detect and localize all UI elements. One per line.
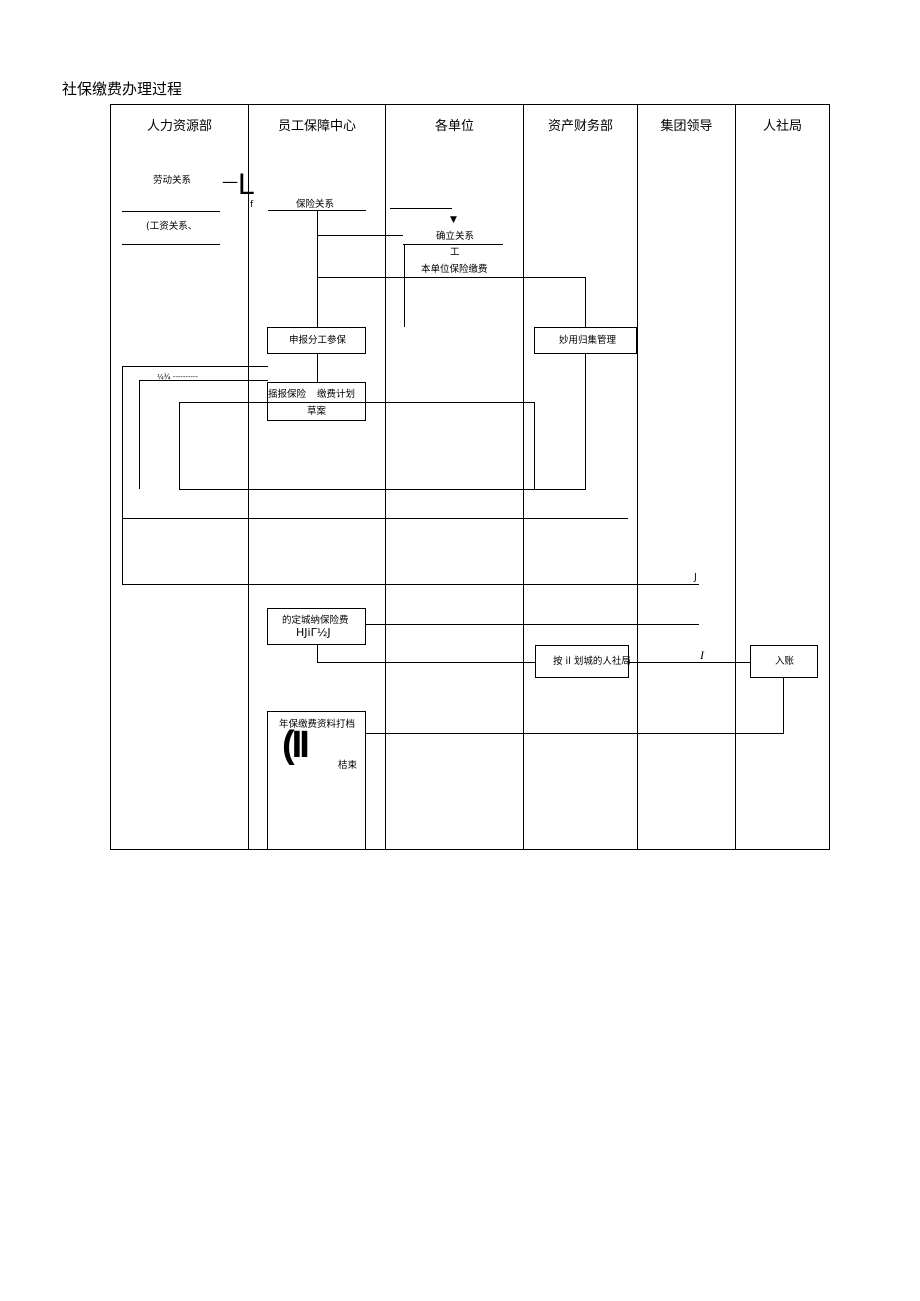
ratio-mark-label: ¼¾ ----------: [157, 373, 199, 381]
work-mark-label: 工: [450, 247, 460, 258]
by-zone-bureau-label: 按 il 划城的人社局: [553, 656, 631, 667]
declare-work-insure-label: 申报分工参保: [289, 335, 347, 346]
end-label: 桔束: [338, 760, 358, 771]
submit-plan-label-b: 缴费计划: [317, 389, 356, 400]
submit-plan-label-c: 草案: [307, 406, 327, 417]
lane-header-employee-center: 员工保障中心: [277, 119, 356, 134]
submit-plan-box: [267, 382, 366, 421]
pay-fee-label-b: HJiΓ½J: [296, 626, 331, 639]
annual-archive-label: 年保缴费资料打档: [279, 719, 356, 730]
connector-i-mark: I: [700, 648, 704, 662]
insurance-relation-label: 保险关系: [296, 199, 335, 210]
lane-header-units: 各单位: [434, 119, 474, 134]
page-title: 社保缴费办理过程: [62, 80, 183, 98]
connector-dash-mark: —: [222, 172, 238, 191]
arrow-down-icon: ▼: [450, 215, 457, 225]
connector-l-mark: L: [238, 168, 255, 201]
lane-header-social-bureau: 人社局: [762, 119, 802, 134]
fund-collect-manage-label: 妙用归集管理: [559, 335, 617, 346]
connector-f-mark: f: [250, 200, 254, 210]
by-zone-bureau-box: [535, 645, 629, 678]
unit-insurance-pay-label: 本单位保险缴费: [421, 264, 488, 275]
pay-fee-label-a: 的定城纳保险费: [282, 615, 349, 626]
lane-header-hr: 人力资源部: [146, 119, 212, 134]
establish-relation-label: 确立关系: [436, 231, 475, 242]
declare-work-insure-box: [267, 327, 366, 354]
big-glyph-mark: (II: [282, 724, 310, 766]
submit-plan-label-a: 揺报保险: [268, 389, 307, 400]
labor-relation-label: 劳动关系: [153, 175, 192, 186]
archive-box: [267, 711, 366, 850]
lane-header-leadership: 集团领导: [660, 119, 713, 134]
fund-collect-manage-box: [534, 327, 637, 354]
pay-fee-box: [267, 608, 366, 645]
wage-relation-label: (工资关系、: [146, 221, 198, 232]
enter-account-box: [750, 645, 818, 678]
enter-account-label: 入账: [775, 656, 795, 667]
swimlane-frame: [110, 104, 830, 850]
lane-header-finance: 资产财务部: [547, 119, 613, 134]
connector-j-mark: J: [694, 572, 697, 583]
